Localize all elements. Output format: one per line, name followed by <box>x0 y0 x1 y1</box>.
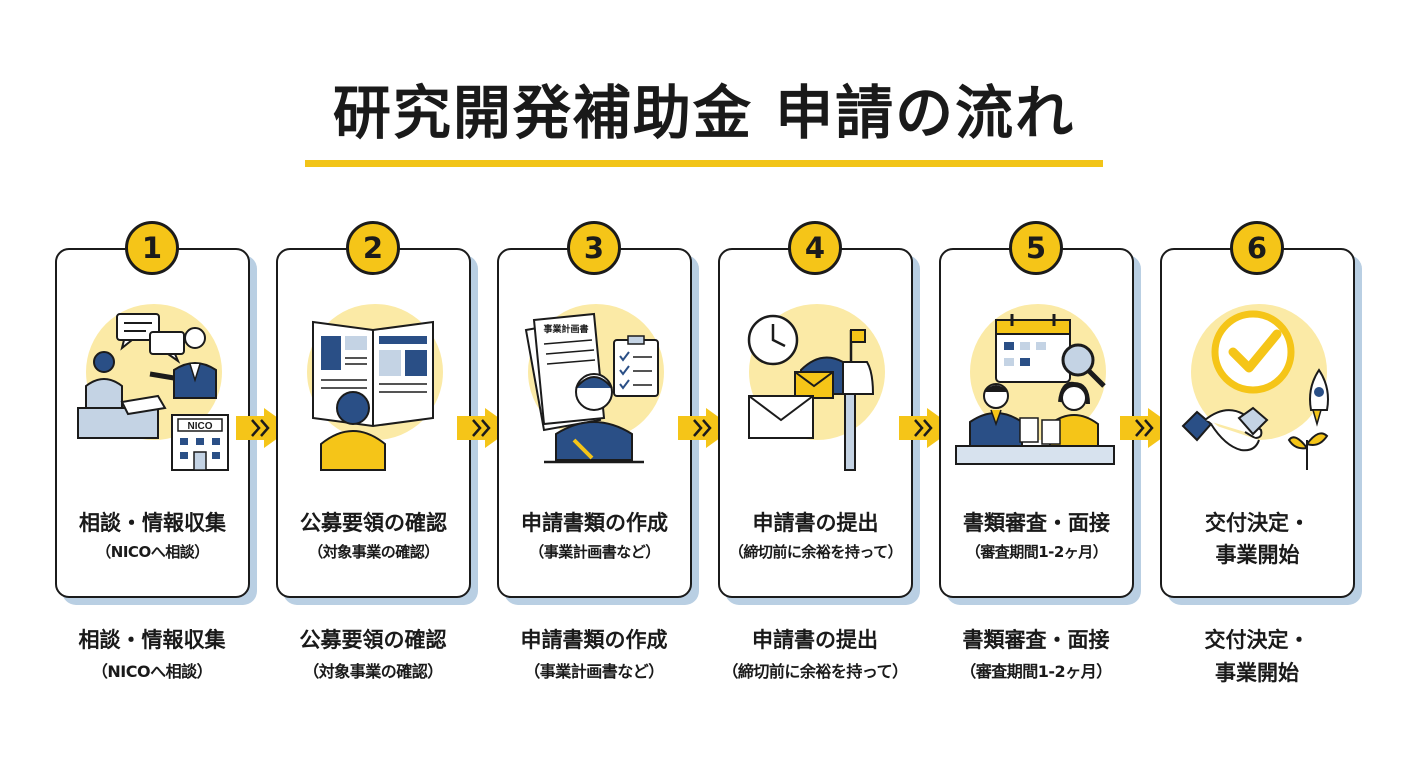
step-card-label-3: 申請書類の作成 <box>521 511 668 535</box>
step-card-label-2: 公募要領の確認 <box>300 511 447 535</box>
step-card-sub-3: （事業計画書など） <box>529 543 660 561</box>
step-card-label-6: 交付決定・ <box>1205 511 1310 535</box>
step-label-3: 申請書類の作成 <box>520 628 668 652</box>
step-number-badge-6: 6 <box>1230 221 1284 275</box>
step-label-6: 交付決定・ <box>1204 628 1310 652</box>
step-label-5: 書類審査・面接 <box>962 628 1110 652</box>
step-number-badge-1: 1 <box>125 221 179 275</box>
doc-title: 事業計画書 <box>543 323 588 335</box>
step-card-sub-2: （対象事業の確認） <box>308 543 439 561</box>
step-card-sub-1: （NICOへ相談） <box>96 543 209 561</box>
open-brochure-icon <box>307 304 443 471</box>
step-card-sub-5: （審査期間1-2ヶ月） <box>965 543 1108 561</box>
mailbox-icon <box>747 304 885 471</box>
page-title: 研究開発補助金 申請の流れ <box>332 79 1076 147</box>
step-card-sub-6: 事業開始 <box>1215 543 1300 567</box>
writing-document-icon: 事業計画書 <box>524 304 664 464</box>
step-number-badge-5: 5 <box>1009 221 1063 275</box>
step-card-label-4: 申請書の提出 <box>752 511 879 535</box>
nico-sign: NICO <box>188 421 213 432</box>
step-card-sub-4: （締切前に余裕を持って） <box>728 543 903 561</box>
step-sub-2: （対象事業の確認） <box>303 662 443 681</box>
step-sub-1: （NICOへ相談） <box>91 662 213 681</box>
step-number-badge-3: 3 <box>567 221 621 275</box>
step-number-badge-2: 2 <box>346 221 400 275</box>
interview-icon <box>955 304 1115 465</box>
step-sub-3: （事業計画書など） <box>524 662 664 681</box>
step-sub-5: （審査期間1-2ヶ月） <box>960 662 1112 681</box>
step-card-label-5: 書類審査・面接 <box>963 511 1110 535</box>
step-sub-4: （締切前に余裕を持って） <box>722 662 908 681</box>
step-label-1: 相談・情報収集 <box>78 628 226 652</box>
consultation-icon: NICO <box>77 304 229 471</box>
approval-handshake-icon <box>1181 304 1329 470</box>
step-label-4: 申請書の提出 <box>752 628 878 652</box>
step-sub-6: 事業開始 <box>1215 661 1299 685</box>
step-label-2: 公募要領の確認 <box>299 628 447 652</box>
step-card-label-1: 相談・情報収集 <box>79 511 226 535</box>
title-underline <box>305 160 1103 167</box>
step-number-badge-4: 4 <box>788 221 842 275</box>
